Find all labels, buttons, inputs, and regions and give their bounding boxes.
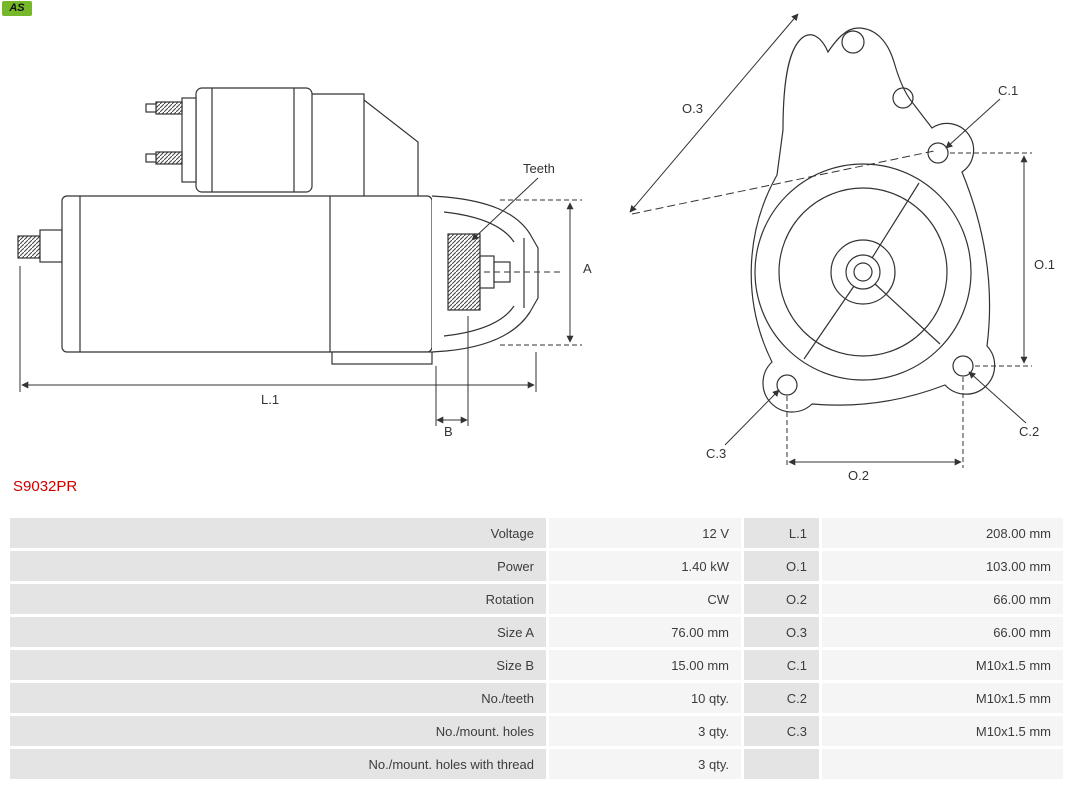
- spec-value-cell: 12 V: [549, 518, 741, 548]
- dim-label-b: B: [444, 424, 453, 439]
- as-logo-text: AS: [9, 2, 25, 14]
- spec-value-cell: 76.00 mm: [549, 617, 741, 647]
- spec-label-cell: C.1: [744, 650, 819, 680]
- dim-label-o1: O.1: [1034, 257, 1055, 272]
- dim-label-l1: L.1: [261, 392, 280, 407]
- side-view-drawing: [17, 87, 539, 365]
- technical-drawing: Teeth A L.1 B O.3 C.1 O.1 C.2 C.3 O.2: [17, 13, 1055, 483]
- dim-label-c3: C.3: [706, 446, 727, 461]
- part-number: S9032PR: [13, 478, 78, 495]
- spec-value-cell: M10x1.5 mm: [822, 683, 1063, 713]
- spec-label-cell: Voltage: [10, 518, 546, 548]
- spec-row-rotation: Rotation CW O.2 66.00 mm: [10, 584, 1063, 614]
- spec-row-mount-holes: No./mount. holes 3 qty. C.3 M10x1.5 mm: [10, 716, 1063, 746]
- dim-label-c2: C.2: [1019, 424, 1040, 439]
- dim-label-o2: O.2: [848, 468, 869, 483]
- spec-value-cell: M10x1.5 mm: [822, 650, 1063, 680]
- spec-label-cell: No./teeth: [10, 683, 546, 713]
- spec-value-cell: 10 qty.: [549, 683, 741, 713]
- spec-row-power: Power 1.40 kW O.1 103.00 mm: [10, 551, 1063, 581]
- technical-drawing-svg: [17, 13, 1032, 468]
- as-logo: AS: [2, 1, 32, 16]
- spec-label-cell: O.2: [744, 584, 819, 614]
- spec-value-cell: 66.00 mm: [822, 584, 1063, 614]
- spec-label-cell: [744, 749, 819, 779]
- spec-value-cell: CW: [549, 584, 741, 614]
- spec-row-voltage: Voltage 12 V L.1 208.00 mm: [10, 518, 1063, 548]
- spec-label-cell: Rotation: [10, 584, 546, 614]
- spec-value-cell: 103.00 mm: [822, 551, 1063, 581]
- spec-label-cell: C.3: [744, 716, 819, 746]
- spec-row-mount-holes-thread: No./mount. holes with thread 3 qty.: [10, 749, 1063, 779]
- spec-label-cell: No./mount. holes: [10, 716, 546, 746]
- dimension-lines: [19, 13, 1032, 468]
- spec-row-size-b: Size B 15.00 mm C.1 M10x1.5 mm: [10, 650, 1063, 680]
- spec-value-cell: 1.40 kW: [549, 551, 741, 581]
- spec-value-cell: 3 qty.: [549, 716, 741, 746]
- spec-label-cell: Size A: [10, 617, 546, 647]
- spec-label-cell: No./mount. holes with thread: [10, 749, 546, 779]
- dim-label-o3: O.3: [682, 101, 703, 116]
- spec-label-cell: O.1: [744, 551, 819, 581]
- spec-row-size-a: Size A 76.00 mm O.3 66.00 mm: [10, 617, 1063, 647]
- spec-label-cell: Power: [10, 551, 546, 581]
- spec-value-cell: 3 qty.: [549, 749, 741, 779]
- front-view-drawing: [750, 27, 996, 413]
- spec-value-cell: 208.00 mm: [822, 518, 1063, 548]
- spec-value-cell: M10x1.5 mm: [822, 716, 1063, 746]
- dim-label-a: A: [583, 261, 592, 276]
- spec-row-teeth: No./teeth 10 qty. C.2 M10x1.5 mm: [10, 683, 1063, 713]
- spec-label-cell: L.1: [744, 518, 819, 548]
- spec-label-cell: Size B: [10, 650, 546, 680]
- spec-table: Voltage 12 V L.1 208.00 mm Power 1.40 kW…: [7, 515, 1066, 782]
- dim-label-c1: C.1: [998, 83, 1019, 98]
- spec-label-cell: O.3: [744, 617, 819, 647]
- spec-value-cell: 66.00 mm: [822, 617, 1063, 647]
- spec-value-cell: 15.00 mm: [549, 650, 741, 680]
- dim-label-teeth: Teeth: [523, 161, 555, 176]
- spec-label-cell: C.2: [744, 683, 819, 713]
- spec-value-cell: [822, 749, 1063, 779]
